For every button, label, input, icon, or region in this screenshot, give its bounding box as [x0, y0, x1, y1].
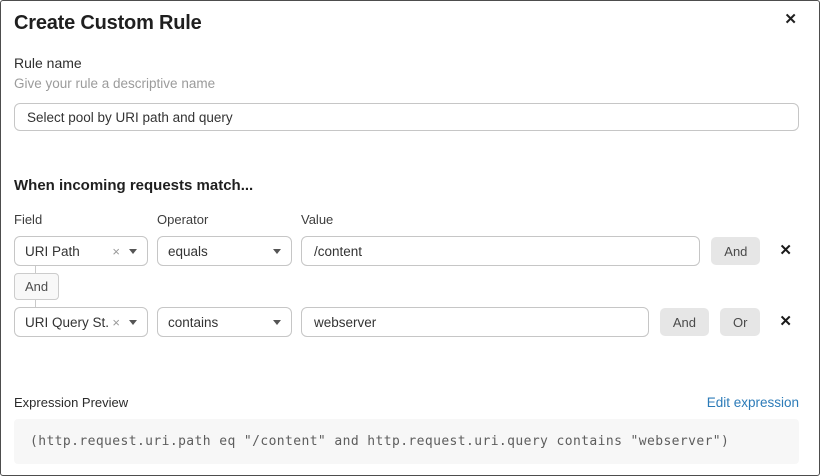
- field-column-label: Field: [14, 212, 43, 227]
- expression-preview-label: Expression Preview: [14, 395, 129, 410]
- or-button[interactable]: Or: [719, 308, 761, 336]
- value-input[interactable]: [301, 307, 649, 337]
- rule-name-helper: Give your rule a descriptive name: [14, 76, 216, 91]
- edit-expression-link[interactable]: Edit expression: [706, 395, 799, 410]
- operator-select-value: equals: [168, 243, 208, 259]
- dialog-header: Create Custom Rule ✕: [14, 11, 799, 35]
- field-select[interactable]: URI Query St... ×: [14, 307, 148, 337]
- chevron-down-icon: [129, 319, 137, 325]
- value-column-label: Value: [301, 212, 334, 227]
- clear-icon[interactable]: ×: [112, 314, 120, 330]
- operator-select-value: contains: [168, 314, 219, 330]
- field-select[interactable]: URI Path ×: [14, 236, 148, 266]
- value-input[interactable]: [301, 236, 701, 266]
- operator-select[interactable]: equals: [157, 236, 292, 266]
- rule-name-input[interactable]: [14, 103, 799, 131]
- dialog-title: Create Custom Rule: [14, 12, 202, 34]
- connector-and-badge: And: [14, 273, 60, 300]
- delete-row-icon[interactable]: ✕: [779, 242, 792, 259]
- expression-preview-header: Expression Preview Edit expression: [14, 395, 799, 410]
- chevron-down-icon: [273, 248, 281, 254]
- match-heading: When incoming requests match...: [14, 177, 254, 194]
- rule-name-label: Rule name: [14, 55, 82, 71]
- condition-row: URI Path × equals And ✕: [14, 236, 799, 266]
- chevron-down-icon: [129, 248, 137, 254]
- field-select-value: URI Query St...: [25, 314, 109, 330]
- operator-column-label: Operator: [157, 212, 209, 227]
- condition-column-labels: Field Operator Value: [14, 212, 799, 227]
- field-select-value: URI Path: [25, 243, 80, 259]
- chevron-down-icon: [273, 319, 281, 325]
- connector-line: [35, 266, 36, 273]
- close-icon[interactable]: ✕: [784, 11, 797, 28]
- delete-row-icon[interactable]: ✕: [779, 313, 792, 330]
- operator-select[interactable]: contains: [157, 307, 292, 337]
- expression-code: (http.request.uri.path eq "/content" and…: [14, 419, 799, 464]
- clear-icon[interactable]: ×: [112, 243, 120, 259]
- connector-line: [35, 300, 36, 307]
- condition-row: URI Query St... × contains And Or ✕: [14, 307, 799, 337]
- and-button[interactable]: And: [711, 237, 761, 265]
- and-button[interactable]: And: [659, 308, 709, 336]
